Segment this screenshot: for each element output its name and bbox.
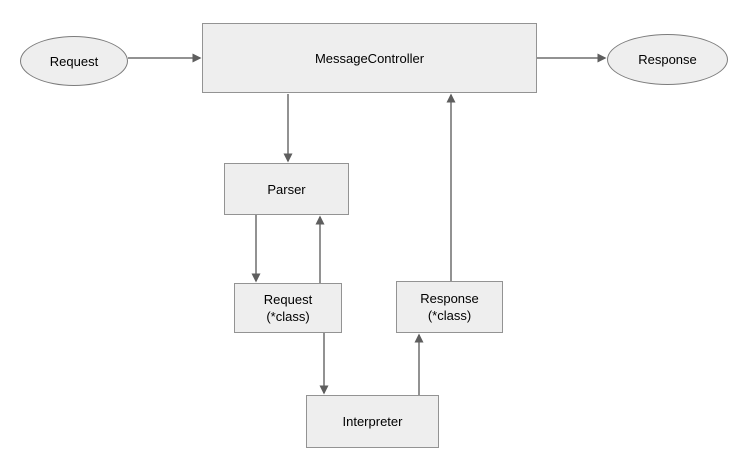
node-request-class-label-line2: (*class) xyxy=(266,309,310,324)
node-response-class: Response (*class) xyxy=(396,281,503,333)
node-message-controller: MessageController xyxy=(202,23,537,93)
node-interpreter-label: Interpreter xyxy=(342,414,403,429)
node-request-terminal: Request xyxy=(20,36,128,86)
node-response-class-label-line1: Response xyxy=(420,291,479,306)
node-request-terminal-label: Request xyxy=(49,53,99,69)
node-parser: Parser xyxy=(224,163,349,215)
node-response-terminal: Response xyxy=(607,34,728,85)
node-parser-label: Parser xyxy=(267,181,306,197)
node-request-class-label-line1: Request xyxy=(263,292,313,307)
node-message-controller-label: MessageController xyxy=(314,50,425,66)
node-request-class: Request (*class) xyxy=(234,283,342,333)
node-response-terminal-label: Response xyxy=(638,52,697,67)
node-response-class-label-line2: (*class) xyxy=(427,308,472,323)
node-interpreter: Interpreter xyxy=(306,395,439,448)
